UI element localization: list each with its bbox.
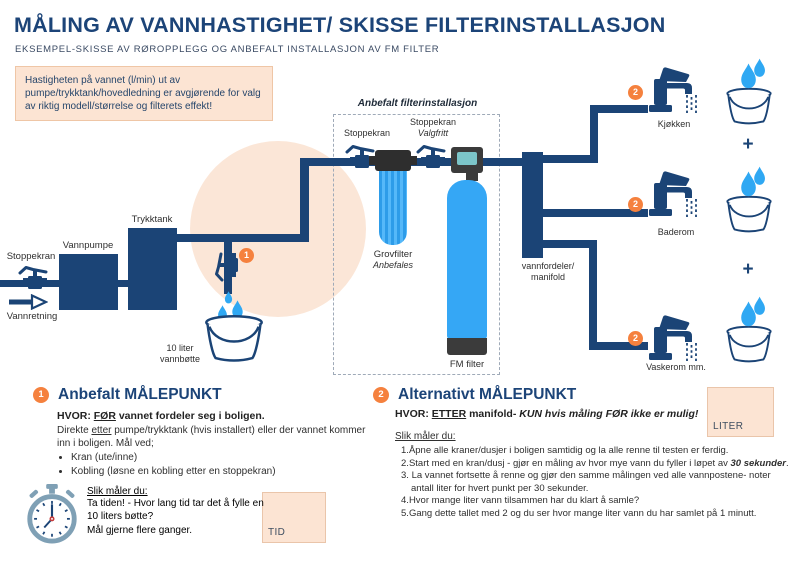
stoppekran-left-label: Stoppekran: [6, 251, 56, 262]
manifold-bar: [522, 152, 543, 258]
fm-filter-base: [447, 338, 487, 355]
highlight-circle: [190, 141, 366, 317]
section2-how-title: Slik måler du:: [395, 431, 456, 442]
section-anbefalt-malepunkt: 1 Anbefalt MÅLEPUNKT HVOR: FØR vannet fo…: [33, 386, 368, 478]
branch1-b: [590, 105, 648, 113]
pipe-tank-out: [177, 234, 308, 242]
grovfilter-label: Grovfilter: [373, 249, 413, 260]
section1-where-line: HVOR: FØR vannet fordeler seg i boligen.: [57, 410, 265, 422]
grovfilter-housing: [379, 171, 407, 245]
grovfilter-fitting: [369, 156, 376, 165]
grovfilter-cap: [375, 150, 411, 171]
step-item: 3. La vannet fortsette å renne og gjør d…: [401, 470, 771, 494]
tid-box: TID: [262, 492, 326, 543]
valve-icon: [415, 143, 451, 173]
branch3-a: [543, 240, 597, 248]
outlet-kjokken-label: Kjøkken: [657, 119, 691, 129]
section2-title: Alternativt MÅLEPUNKT: [398, 386, 577, 403]
bucket-icon: [202, 314, 266, 364]
trykktank-box: [128, 228, 177, 310]
faucet-icon: [646, 170, 702, 220]
filter-installation-box: [333, 114, 500, 375]
bucket-with-drops-icon: [724, 166, 774, 240]
step-item: 5.Gang dette tallet med 2 og du ser hvor…: [401, 507, 757, 519]
pipe-pump-tank: [118, 280, 128, 287]
stoppekran-1-label: Stoppekran: [343, 128, 391, 138]
list-item: Kobling (løsne en kobling etter en stopp…: [71, 465, 368, 479]
branch1-riser: [590, 105, 598, 163]
section1-how-title: Slik måler du:: [87, 486, 148, 497]
fm-filter-tank: [447, 180, 487, 339]
outlet-baderom-label: Baderom: [657, 227, 695, 237]
grovfilter-note: Anbefales: [372, 260, 414, 270]
bucket-with-drops-icon: [724, 58, 774, 132]
branch3-b: [589, 342, 648, 350]
branch3-drop: [589, 240, 597, 350]
section2-number-badge: 2: [373, 387, 389, 403]
bucket-10l-label: 10 liter vannbøtte: [159, 343, 201, 364]
plus-sign: +: [742, 259, 754, 280]
filter-box-title: Anbefalt filterinstallasjon: [357, 98, 478, 109]
section1-how-block: Slik måler du: Ta tiden! - Hvor lang tid…: [87, 486, 277, 537]
vannretning-label: Vannretning: [6, 311, 58, 322]
liter-box: LITER: [707, 387, 774, 437]
flow-arrow-icon: [8, 294, 48, 310]
branch1-a: [543, 155, 597, 163]
measure-point-2-marker: 2: [628, 197, 643, 212]
pipe-riser: [300, 158, 309, 242]
stoppekran-2-note: Valgfritt: [417, 128, 449, 138]
section1-title: Anbefalt MÅLEPUNKT: [58, 386, 222, 403]
measure-point-1-marker: 1: [239, 248, 254, 263]
faucet-icon: [646, 66, 702, 116]
vannpumpe-box: [59, 254, 118, 310]
bucket-with-drops-icon: [724, 296, 774, 370]
vannpumpe-label: Vannpumpe: [62, 240, 114, 251]
section1-description: Direkte etter pumpe/trykktank (hvis inst…: [57, 425, 366, 449]
measure-point-2-marker: 2: [628, 85, 643, 100]
step-item: 1.Åpne alle kraner/dusjer i boligen samt…: [401, 445, 729, 456]
page-title: MÅLING AV VANNHASTIGHET/ SKISSE FILTERIN…: [14, 13, 666, 37]
branch2: [543, 209, 648, 217]
intro-note: Hastigheten på vannet (l/min) ut av pump…: [15, 66, 273, 121]
section1-bullet-list: Kran (ute/inne) Kobling (løsne en koblin…: [71, 451, 368, 478]
list-item: Kran (ute/inne): [71, 451, 368, 465]
fm-filter-screen: [457, 152, 477, 165]
grovfilter-fitting: [410, 156, 417, 165]
section-alternativt-malepunkt: 2 Alternativt MÅLEPUNKT HVOR: ETTER mani…: [373, 386, 789, 521]
fm-filter-neck: [466, 173, 478, 181]
liter-label: LITER: [713, 421, 744, 432]
manifold-label: vannfordeler/ manifold: [521, 261, 575, 282]
section2-where-line: HVOR: ETTER manifold- KUN hvis måling FØ…: [395, 408, 699, 420]
section2-steps: 1.Åpne alle kraner/dusjer i boligen samt…: [395, 445, 795, 521]
step-item: 2.Start med en kran/dusj - gjør en målin…: [401, 457, 789, 469]
tid-label: TID: [268, 527, 286, 538]
section1-how-line1: Ta tiden! - Hvor lang tid tar det å fyll…: [87, 498, 264, 522]
page-subtitle: EKSEMPEL-SKISSE AV RØROPPLEGG OG ANBEFAL…: [15, 44, 440, 55]
faucet-icon: [646, 314, 702, 364]
stopwatch-icon: [23, 483, 81, 545]
trykktank-label: Trykktank: [131, 214, 173, 225]
section1-number-badge: 1: [33, 387, 49, 403]
measure-point-2-marker: 2: [628, 331, 643, 346]
step-item: 4.Hvor mange liter vann tilsammen har du…: [401, 495, 640, 507]
valve-icon: [17, 264, 53, 294]
stoppekran-2-label: Stoppekran: [409, 117, 457, 127]
plus-sign: +: [742, 134, 754, 155]
fm-filter-label: FM filter: [449, 359, 485, 370]
section1-how-line2: Mål gjerne flere ganger.: [87, 524, 193, 536]
outlet-vaskerom-label: Vaskerom mm.: [646, 362, 706, 372]
